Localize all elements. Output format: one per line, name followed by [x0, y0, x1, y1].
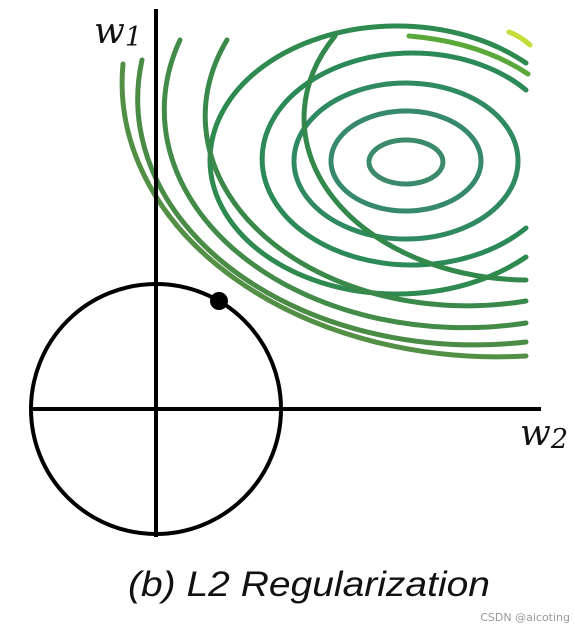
figure-caption: (b) L2 Regularization [128, 565, 490, 604]
contour-ring-7 [202, 37, 529, 309]
contour-ring-9 [135, 57, 529, 348]
contour-ring-3 [291, 80, 521, 242]
contour-ring-8 [161, 37, 529, 331]
contour-ring-2 [328, 108, 484, 214]
axis-label-w1-main: w [94, 11, 125, 52]
axis-label-w2-main: w [520, 413, 551, 454]
axis-label-w1-sub: 1 [125, 22, 142, 53]
axes [30, 9, 541, 537]
contour-ring-1 [366, 137, 446, 187]
tangent-point [210, 292, 228, 310]
contour-ring-6 [301, 33, 529, 283]
axis-label-w1: w1 [94, 11, 142, 53]
axis-label-w2: w2 [520, 413, 568, 455]
contour-ring-10 [119, 61, 529, 360]
watermark-text: CSDN @aicoting [480, 611, 570, 624]
contour-corner-arc-2 [506, 29, 533, 48]
loss-contours [119, 23, 533, 360]
axis-label-w2-sub: 2 [550, 424, 568, 455]
contour-corner-arc-1 [406, 33, 531, 77]
